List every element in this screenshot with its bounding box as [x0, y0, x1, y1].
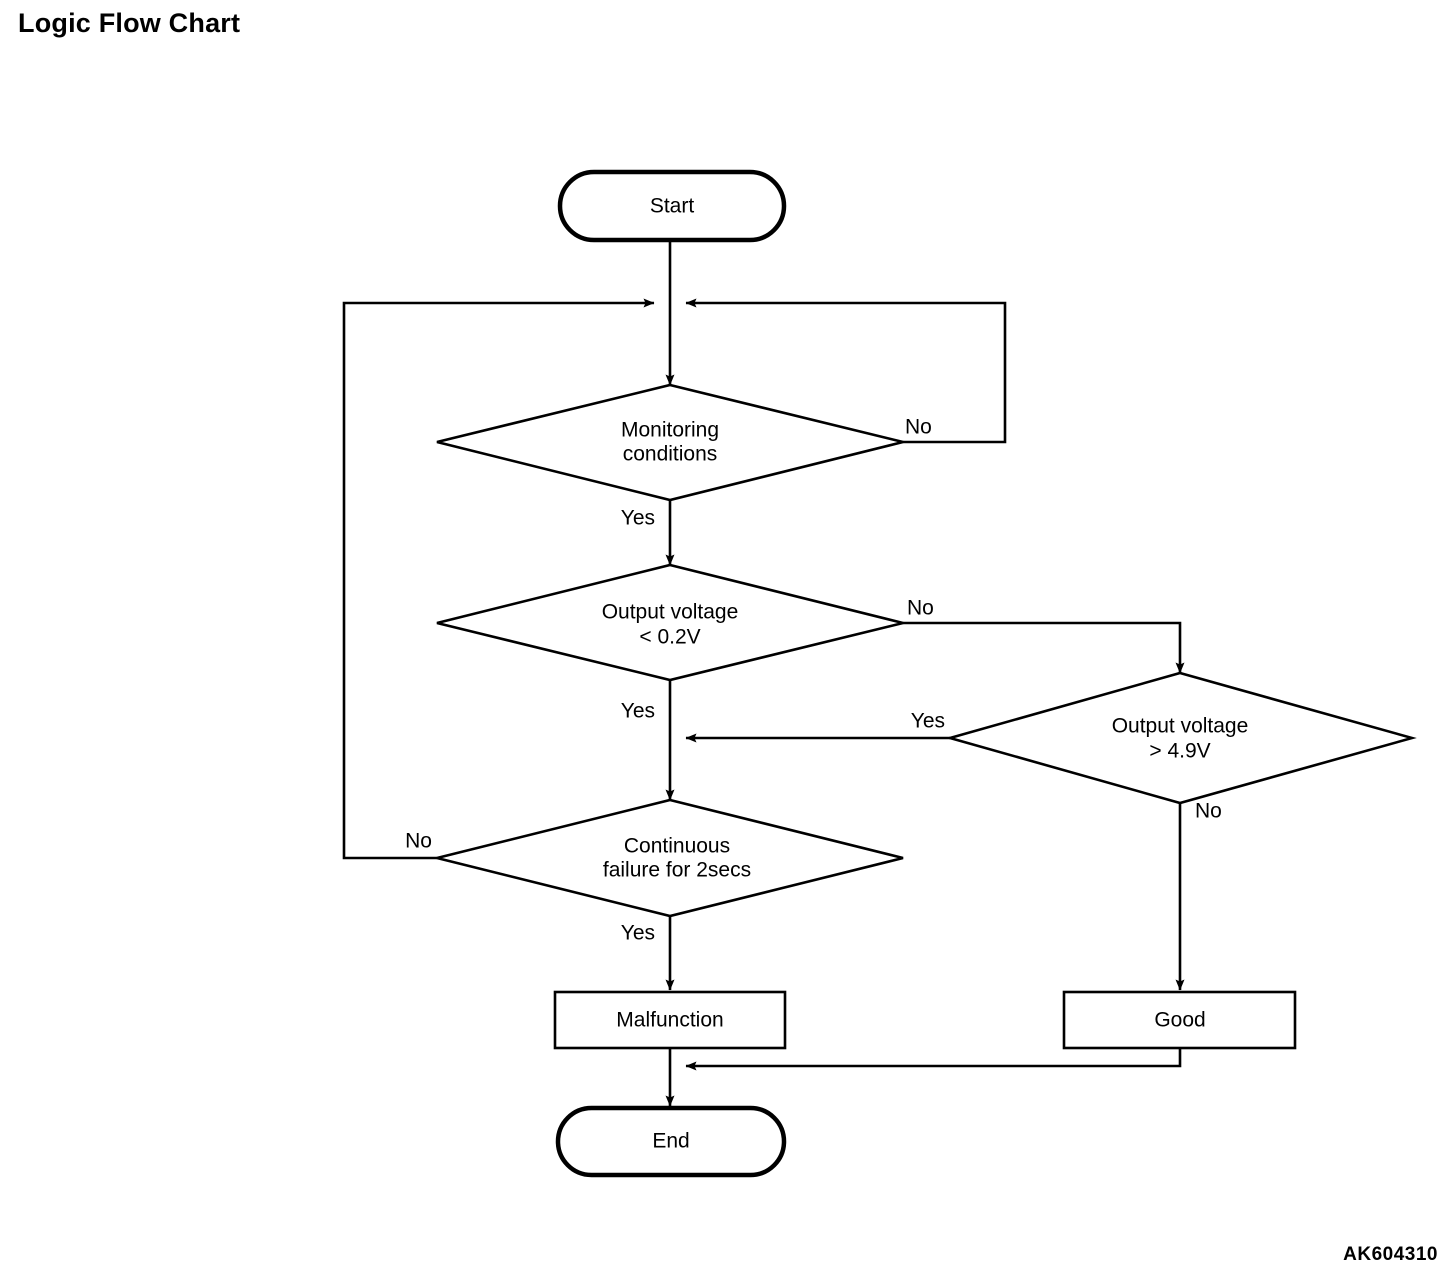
- page-title: Logic Flow Chart: [18, 8, 241, 38]
- figure-code: AK604310: [1343, 1244, 1438, 1265]
- node-output-voltage-high-label-line2: > 4.9V: [1149, 740, 1210, 763]
- node-monitoring-conditions-label-line2: conditions: [623, 443, 718, 466]
- node-continuous-failure-label-line2: failure for 2secs: [603, 859, 751, 882]
- node-monitoring-conditions-label-line1: Monitoring: [621, 419, 719, 442]
- node-continuous-failure-label-line1: Continuous: [624, 835, 730, 858]
- node-output-voltage-high-label-line1: Output voltage: [1112, 715, 1249, 738]
- edge-label-low-voltage-no: No: [907, 597, 934, 620]
- edge-label-high-voltage-no: No: [1195, 800, 1222, 823]
- edge-label-monitoring-no: No: [905, 416, 932, 439]
- node-monitoring-conditions[interactable]: [436, 383, 904, 502]
- node-output-voltage-low-label-line2: < 0.2V: [639, 626, 700, 649]
- connector-good-to-end: [685, 1048, 1182, 1071]
- node-output-voltage-low[interactable]: [436, 563, 904, 682]
- node-continuous-failure[interactable]: [436, 798, 904, 918]
- edge-label-high-voltage-yes: Yes: [911, 710, 945, 733]
- connector-monitoring-no-loop: [685, 298, 1007, 444]
- node-good[interactable]: [1062, 990, 1297, 1050]
- node-end[interactable]: [555, 1105, 787, 1178]
- edge-label-monitoring-yes: Yes: [621, 507, 655, 530]
- connector-low-voltage-no-to-high-voltage: [903, 621, 1185, 674]
- node-malfunction-label: Malfunction: [616, 1009, 723, 1032]
- node-good-label: Good: [1154, 1009, 1205, 1032]
- node-malfunction[interactable]: [553, 990, 787, 1050]
- edge-label-continuous-no: No: [405, 830, 432, 853]
- node-start[interactable]: [557, 169, 787, 243]
- node-end-label: End: [652, 1130, 689, 1153]
- node-output-voltage-high[interactable]: [945, 671, 1417, 805]
- node-output-voltage-low-label-line1: Output voltage: [602, 601, 739, 624]
- edge-label-continuous-yes: Yes: [621, 922, 655, 945]
- connector-continuous-no-loop: [342, 298, 655, 860]
- node-start-label: Start: [650, 195, 695, 218]
- edge-label-low-voltage-yes: Yes: [621, 700, 655, 723]
